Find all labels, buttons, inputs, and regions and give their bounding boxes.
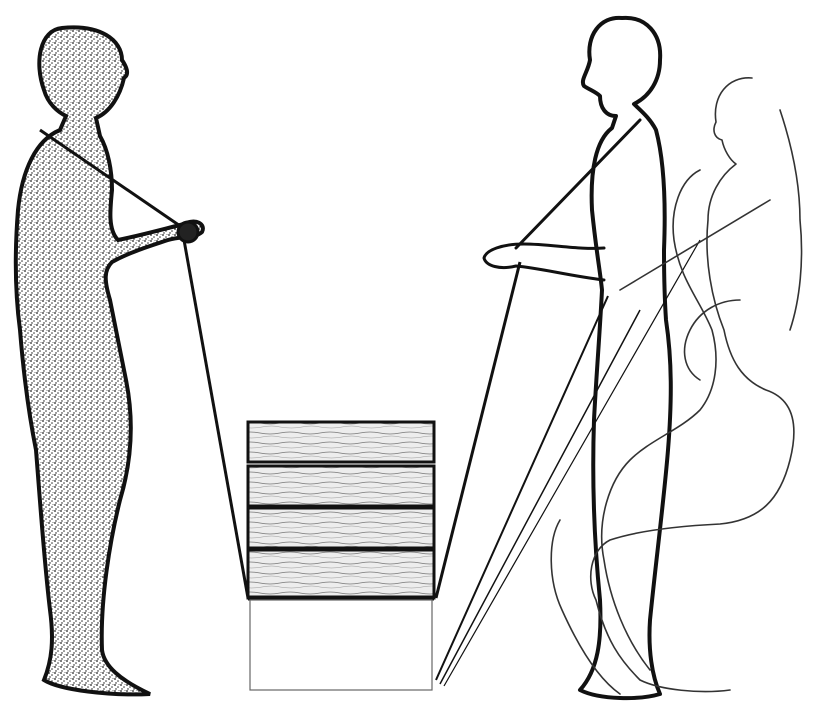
lower-box xyxy=(250,600,432,690)
outline-figure-right-squat-phases xyxy=(551,78,801,694)
wooden-crate xyxy=(248,422,434,598)
stippled-figure-left xyxy=(16,27,203,694)
outline-figure-right-standing xyxy=(484,18,671,698)
